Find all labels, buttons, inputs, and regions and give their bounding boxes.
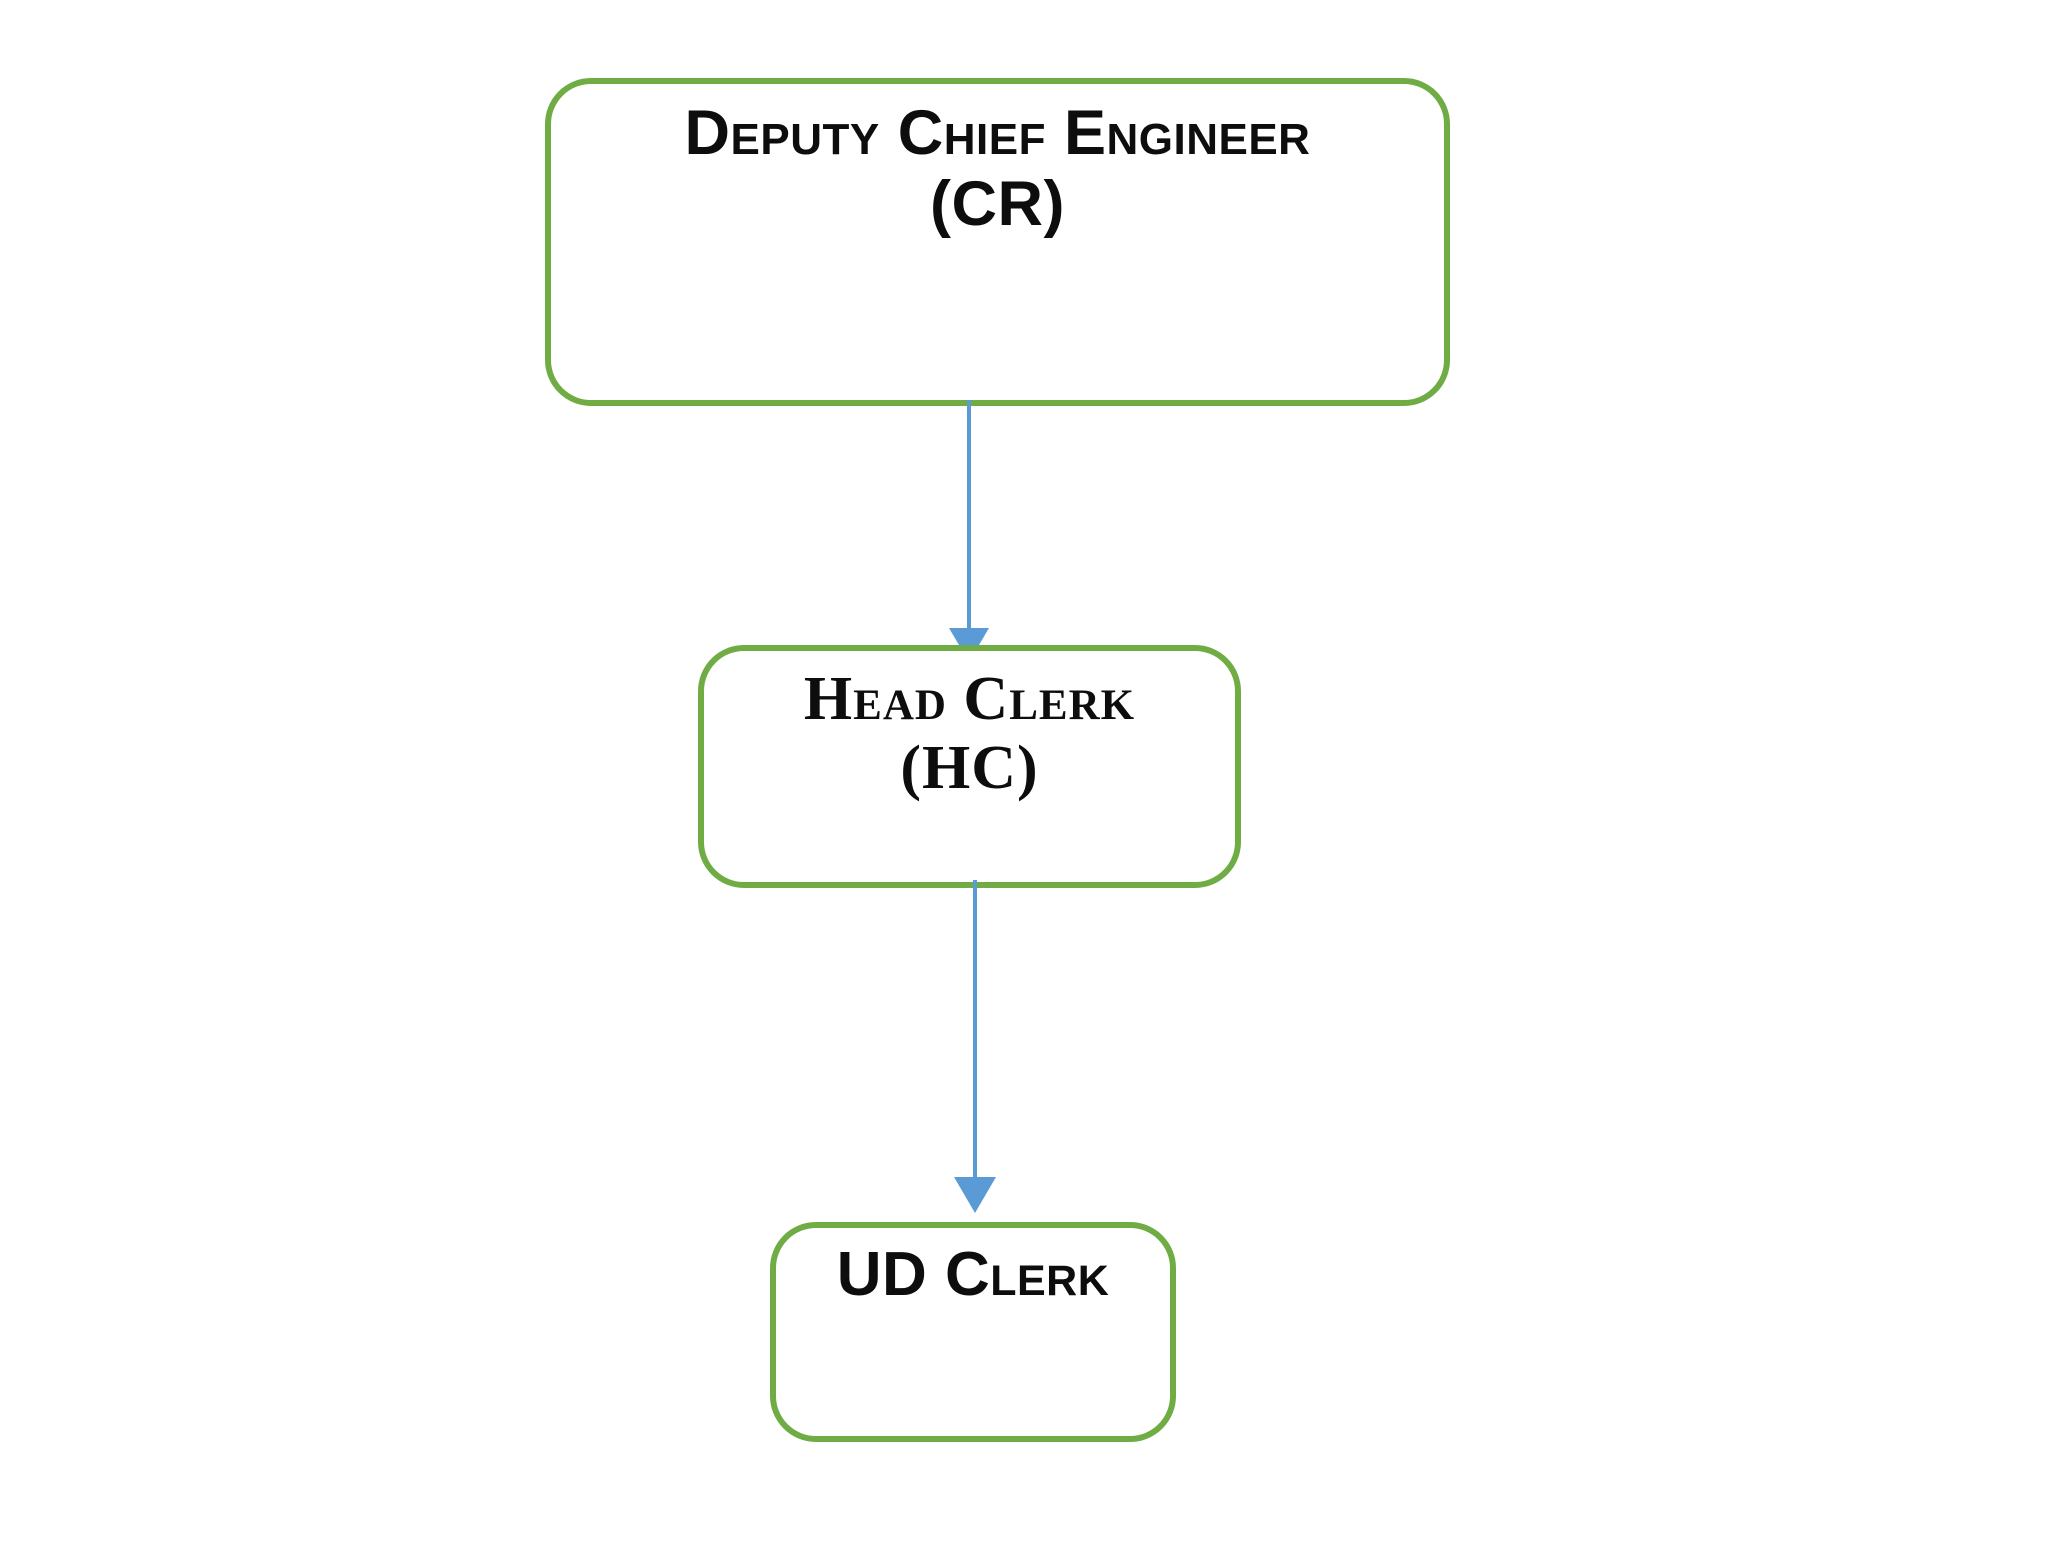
arrowhead-down-icon: [954, 1177, 996, 1213]
node-head-clerk[interactable]: Head Clerk (HC): [698, 645, 1241, 888]
node-deputy-chief-engineer[interactable]: Deputy Chief Engineer (CR): [545, 78, 1450, 406]
connector-dce-to-head-clerk: [949, 400, 989, 662]
connector-head-clerk-to-ud-clerk: [954, 880, 996, 1213]
node-label-ud-clerk: UD Clerk: [836, 1240, 1110, 1309]
node-label-deputy-chief-engineer: Deputy Chief Engineer (CR): [684, 98, 1311, 239]
node-ud-clerk[interactable]: UD Clerk: [770, 1222, 1176, 1442]
node-label-head-clerk: Head Clerk (HC): [803, 665, 1136, 803]
